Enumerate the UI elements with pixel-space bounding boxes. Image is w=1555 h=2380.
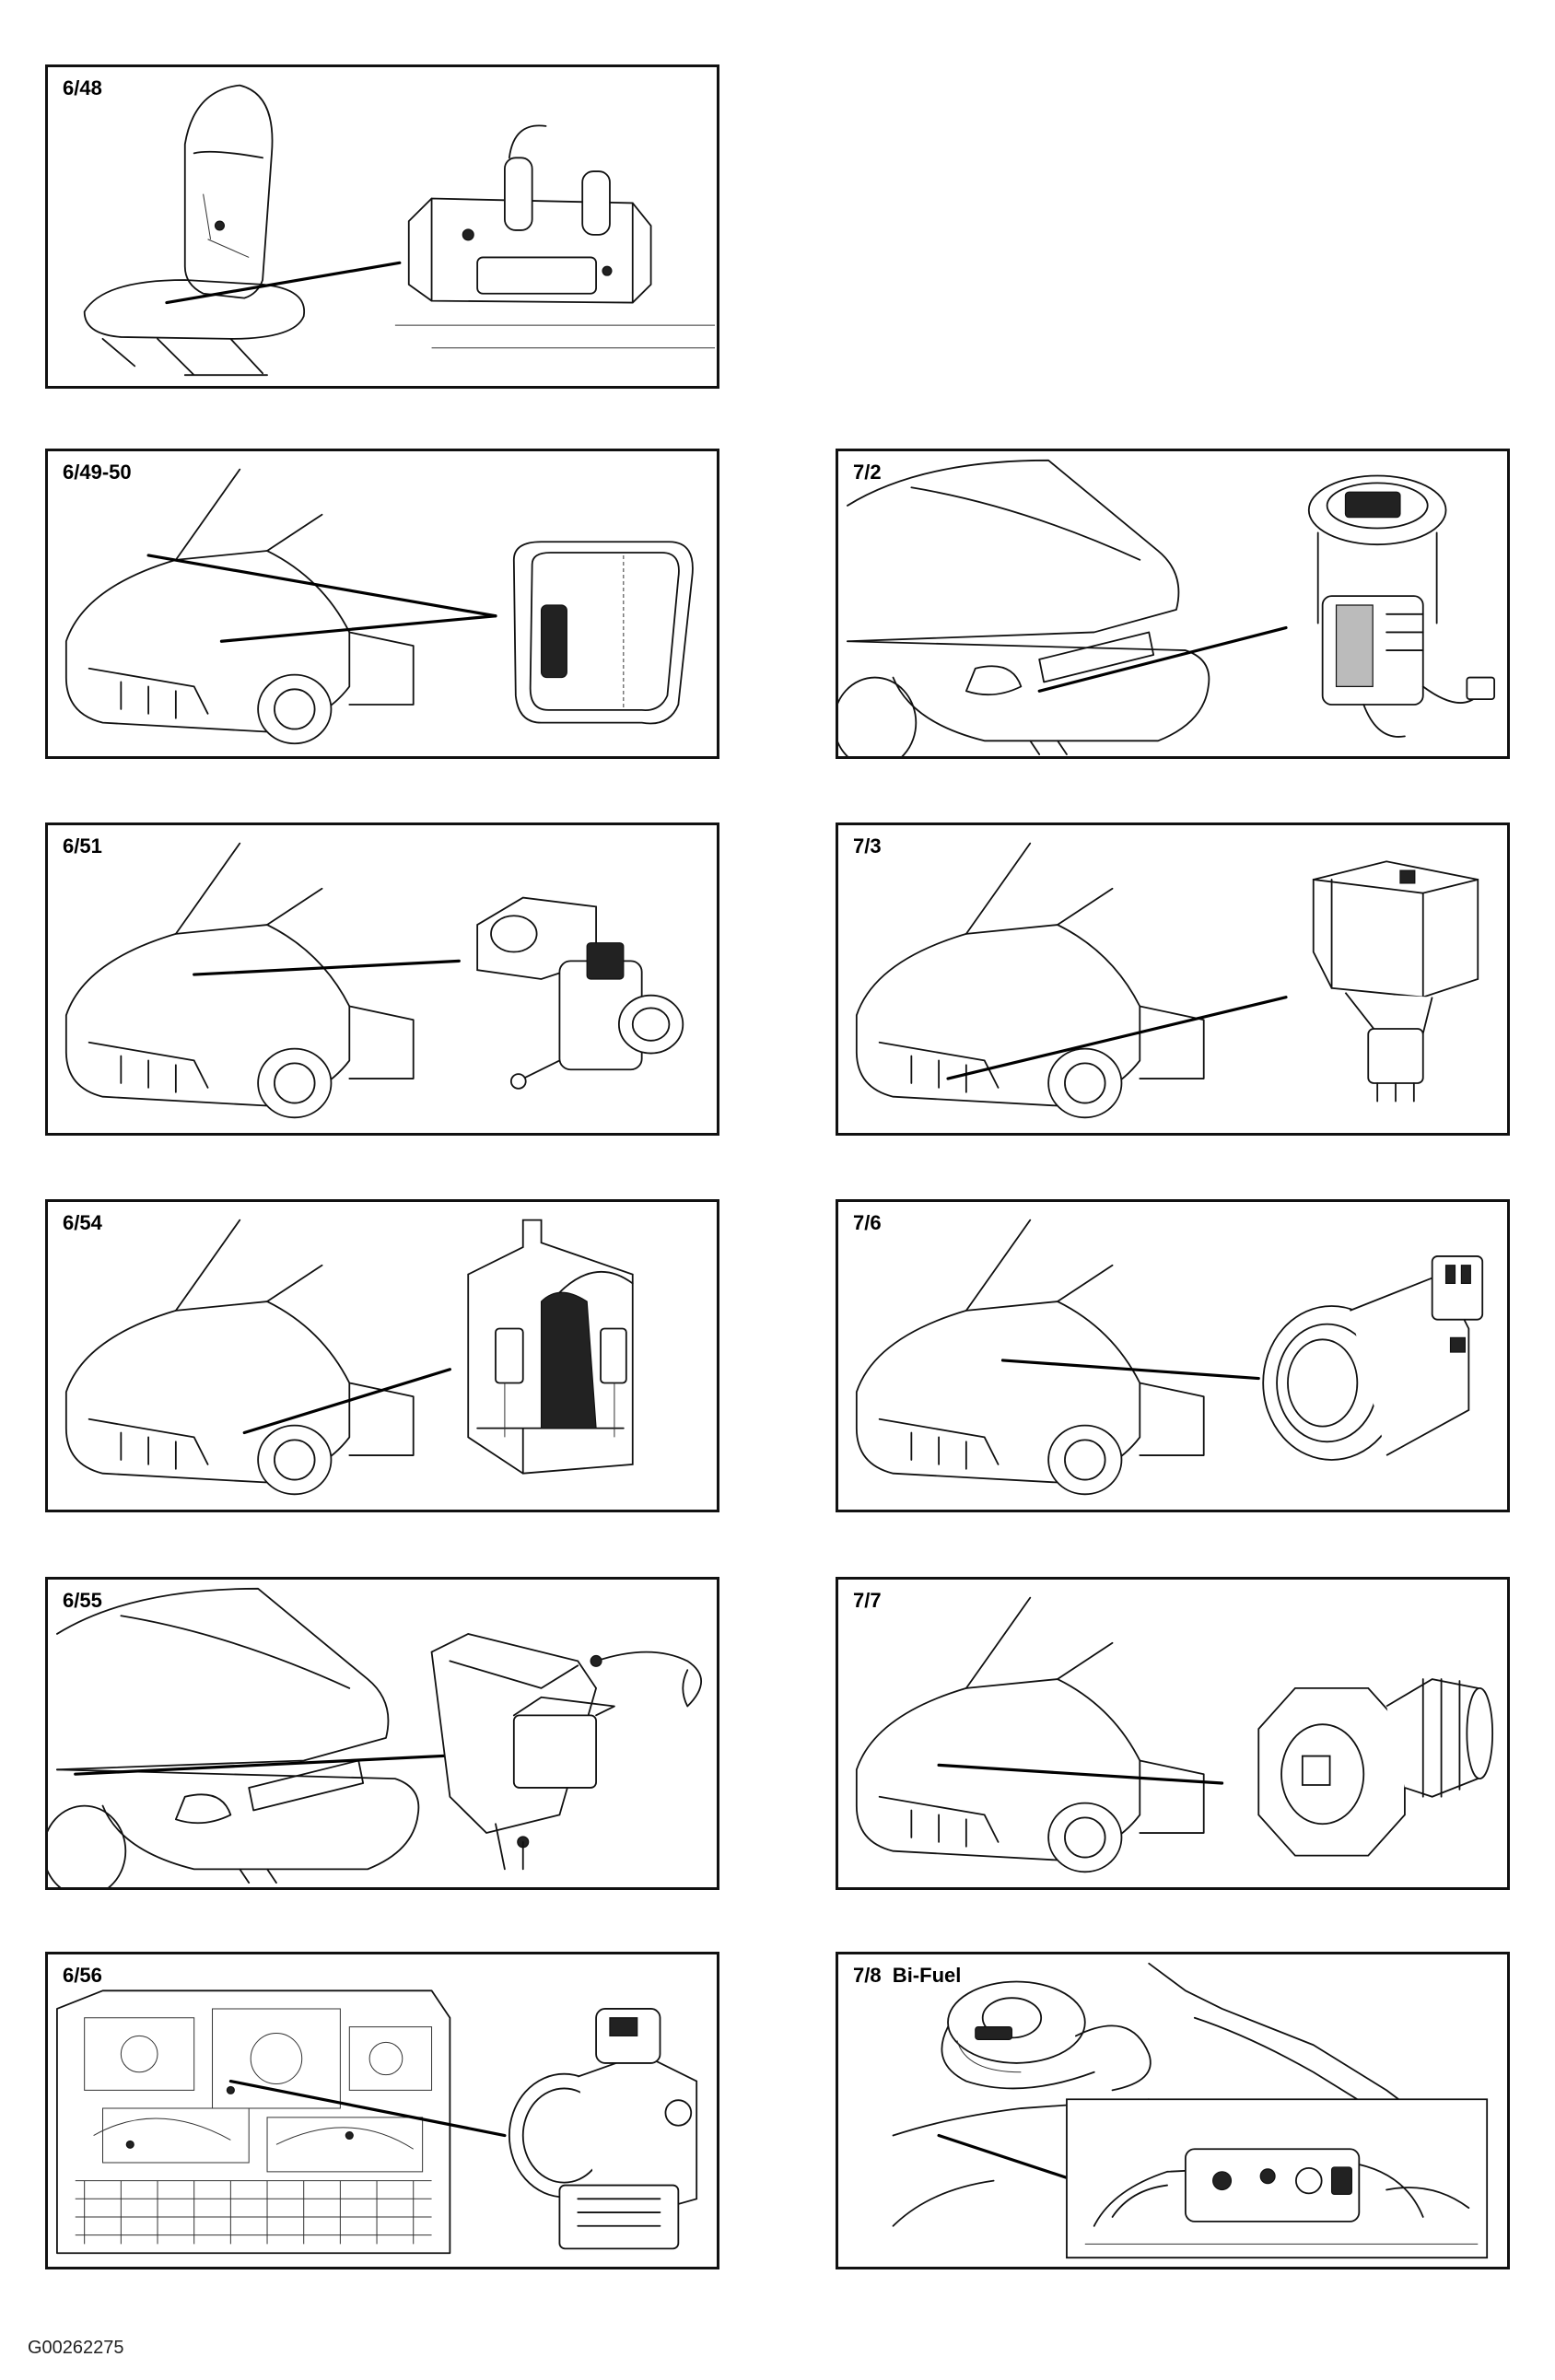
panel-6-54: 6/54	[45, 1199, 719, 1512]
panel-label: 6/49-50	[63, 461, 132, 484]
car-front-drawing	[857, 1598, 1204, 1872]
temperature-sensor-illustration	[838, 1202, 1507, 1510]
panel-6-56: 6/56	[45, 1952, 719, 2269]
mirror-illustration	[48, 451, 717, 756]
panel-label: 6/48	[63, 76, 102, 99]
car-front-drawing	[66, 1220, 414, 1495]
throttle-unit-illustration	[48, 825, 717, 1133]
car-front-drawing	[857, 1220, 1204, 1495]
throttle-body-illustration	[48, 1954, 717, 2267]
engine-bay-drawing	[57, 1990, 450, 2253]
leader-line	[194, 961, 460, 974]
panel-7-2: 7/2	[836, 449, 1510, 759]
leader-line	[148, 555, 496, 616]
solenoid-bracket-drawing	[468, 1220, 633, 1474]
seat-motor-drawing	[395, 125, 715, 347]
panel-6-51: 6/51	[45, 822, 719, 1136]
panel-label: 7/8 Bi-Fuel	[853, 1964, 962, 1987]
solenoid-valve-illustration	[48, 1202, 717, 1510]
leader-line	[948, 998, 1286, 1079]
panel-label: 6/56	[63, 1964, 102, 1987]
leader-line	[167, 262, 400, 302]
throttle-body-drawing	[509, 2009, 696, 2248]
panel-7-6: 7/6	[836, 1199, 1510, 1512]
panel-6-49-50: 6/49-50	[45, 449, 719, 759]
mirror-glass-drawing	[514, 542, 693, 723]
car-front-drawing	[857, 844, 1204, 1118]
leader-line	[221, 616, 496, 642]
panel-label: 7/6	[853, 1211, 882, 1234]
panel-6-48: 6/48	[45, 64, 719, 389]
panel-label: 6/51	[63, 834, 102, 858]
relay-illustration	[838, 825, 1507, 1133]
seat-motor-illustration	[48, 67, 717, 386]
bi-fuel-illustration	[838, 1954, 1507, 2267]
panel-label: 6/54	[63, 1211, 102, 1234]
car-rear-drawing	[838, 461, 1209, 756]
idle-valve-drawing	[477, 898, 683, 1089]
car-rear-drawing	[48, 1589, 418, 1887]
sender-unit-drawing	[1258, 1679, 1492, 1856]
rear-module-illustration	[48, 1580, 717, 1887]
panel-label: 6/55	[63, 1589, 102, 1612]
panel-label: 7/3	[853, 834, 882, 858]
panel-label: 7/7	[853, 1589, 882, 1612]
leader-line	[1039, 628, 1286, 692]
figure-code: G00262275	[28, 2338, 124, 2358]
panel-7-7: 7/7	[836, 1577, 1510, 1890]
sensor-drawing	[1263, 1256, 1482, 1460]
leader-line	[244, 1370, 450, 1433]
seat-drawing	[85, 86, 304, 376]
panel-7-8-bi-fuel: 7/8 Bi-Fuel	[836, 1952, 1510, 2269]
fuel-pump-module-drawing	[1309, 476, 1494, 737]
car-front-drawing	[66, 470, 414, 744]
relay-drawing	[1314, 861, 1479, 1101]
bi-fuel-inset-drawing	[1067, 2099, 1487, 2258]
module-bracket-drawing	[432, 1634, 702, 1869]
panel-7-3: 7/3	[836, 822, 1510, 1136]
fuel-pump-illustration	[838, 451, 1507, 756]
leader-line	[1003, 1360, 1259, 1379]
car-front-drawing	[66, 844, 414, 1118]
leader-line	[939, 1765, 1222, 1783]
pressure-sensor-illustration	[838, 1580, 1507, 1887]
leader-line	[230, 2082, 505, 2136]
panel-label: 7/2	[853, 461, 882, 484]
panel-6-55: 6/55	[45, 1577, 719, 1890]
